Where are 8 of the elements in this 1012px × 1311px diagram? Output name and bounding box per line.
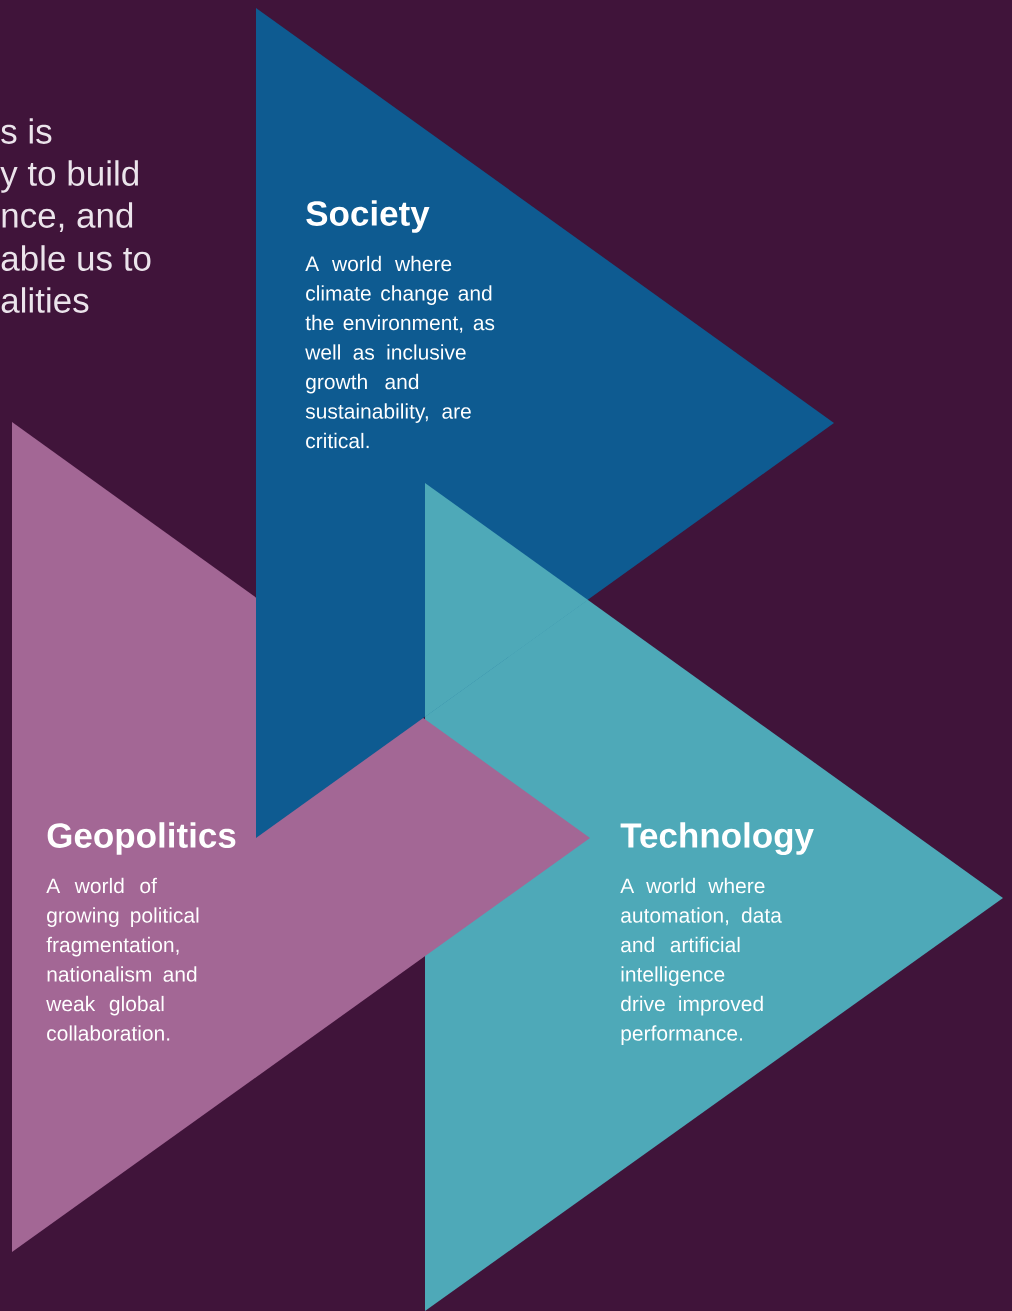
intro-text: alities — [1, 287, 89, 313]
intro-text: y to build — [0, 160, 138, 193]
triangle-text: Technology A world where automation, data and artificial intelligence drive improved performance. — [620, 822, 814, 1045]
intro-text: nce, and — [2, 202, 133, 233]
intro-text: s is — [1, 118, 52, 144]
triangle-text: Geopolitics A world of growing political fragmentation, nationalism and weak global collaboration. — [46, 822, 236, 1041]
intro-text: able us to — [1, 245, 151, 271]
triangle-text: Society A world where climate change and the environment, as well as inclusive growth and sustainability, are critical. — [305, 200, 495, 449]
